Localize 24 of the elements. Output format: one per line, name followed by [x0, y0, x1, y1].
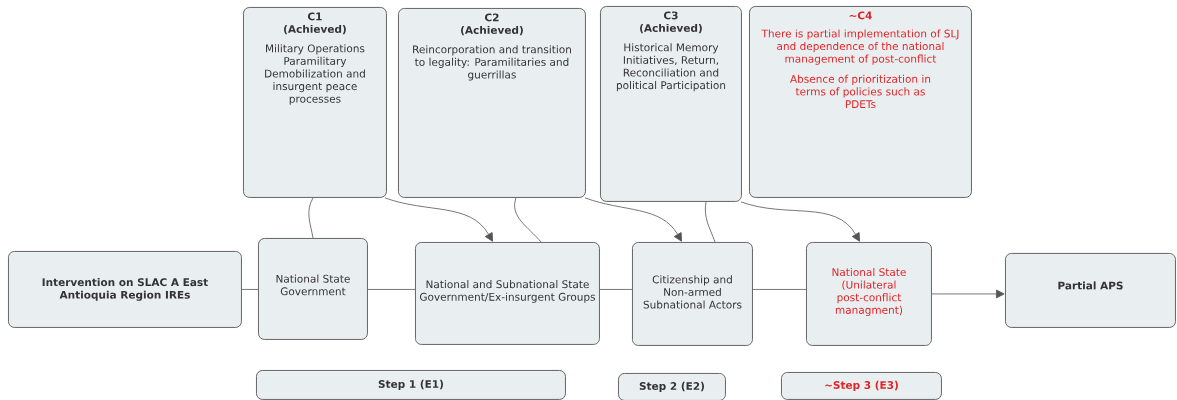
- arrow: [384, 197, 493, 242]
- process-box: Intervention on SLAC A East Antioquia Region IREs: [8, 251, 242, 328]
- connector-line: [514, 197, 542, 243]
- connector-line: [367, 289, 416, 290]
- condition-box: ~C4 There is partial implementation of SLJ and dependence of the national management of post-conflict Absence of prioritization in terms of policies such as PDETs: [749, 6, 972, 198]
- condition-box: C3 (Achieved) Historical Memory Initiatives, Return, Reconciliation and political Participation: [600, 6, 742, 202]
- connector-line: [599, 289, 633, 290]
- process-box: National State (Unilateral post-conflict managment): [806, 242, 932, 346]
- arrow: [740, 201, 860, 242]
- condition-box: C2 (Achieved) Reincorporation and transition to legality: Paramilitaries and guerrillas: [398, 8, 586, 198]
- process-box: National State Government: [258, 238, 368, 340]
- arrow: [931, 289, 1005, 299]
- arrow: [584, 197, 682, 242]
- condition-box: C1 (Achieved) Military Operations Paramilitary Demobilization and insurgent peace processes: [243, 7, 387, 198]
- connector-line: [308, 197, 314, 239]
- process-box: Partial APS: [1005, 253, 1176, 328]
- step-box: Step 1 (E1): [256, 370, 566, 400]
- step-box: Step 2 (E2): [618, 373, 726, 400]
- step-box: ~Step 3 (E3): [781, 372, 942, 400]
- process-box: Citizenship and Non-armed Subnational Actors: [632, 242, 753, 346]
- connector-line: [752, 289, 807, 290]
- connector-line: [704, 201, 716, 243]
- process-box: National and Subnational State Government/Ex-insurgent Groups: [415, 242, 600, 345]
- connector-line: [241, 289, 259, 290]
